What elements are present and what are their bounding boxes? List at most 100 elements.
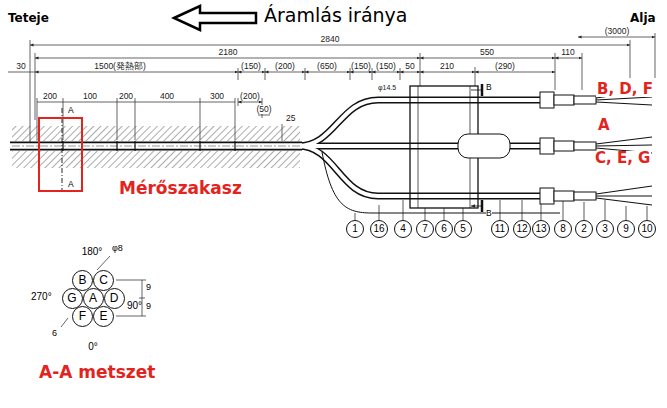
node-text: 1 (352, 224, 358, 234)
node-text: C (99, 274, 108, 286)
callout-number: 8 (554, 220, 572, 238)
callout-number: 6 (435, 220, 453, 238)
node-text: 10 (641, 224, 652, 234)
dimension-label: (650) (317, 62, 337, 71)
dimension-label: 550 (480, 48, 494, 57)
dimension-label: 200 (43, 92, 57, 101)
node-text: 5 (460, 224, 466, 234)
callout-number: 10 (638, 220, 656, 238)
leader-line (97, 256, 110, 270)
angle-label: 180° (82, 247, 103, 257)
node-text: 4 (400, 224, 406, 234)
dimension-line (238, 102, 262, 103)
node-text: 11 (495, 224, 505, 234)
dimension-label: (3000) (605, 27, 630, 36)
tube (298, 146, 578, 196)
flow-label: Áramlás iránya (264, 6, 407, 25)
dimension-label: 300 (210, 92, 224, 101)
probe-tubes (10, 100, 578, 213)
dimension-line (305, 72, 350, 73)
dimension-label: 30 (16, 62, 25, 71)
node-text: A (89, 292, 97, 304)
dimension-line (420, 58, 555, 59)
terminal (574, 96, 596, 104)
dimension-label: (50) (256, 105, 271, 114)
callout-number: 13 (532, 220, 550, 238)
thermocouple-position: E (93, 306, 114, 327)
callout-number: 3 (596, 220, 614, 238)
angle-label: 90° (127, 301, 142, 311)
hatched-wall (12, 126, 300, 141)
position-annotation: B, D, F (596, 82, 654, 97)
callout-number: 5 (454, 220, 472, 238)
dimension-line (37, 102, 235, 103)
sensor-marks (63, 141, 235, 151)
dimension-label: 2840 (321, 35, 340, 44)
extension-lines (30, 33, 655, 142)
leader-line (61, 318, 68, 327)
section-arrow (471, 90, 482, 206)
tube (298, 143, 578, 150)
dimension-label: (150) (241, 62, 261, 71)
dimension-line (372, 72, 400, 73)
dimension-line (265, 72, 305, 73)
node-text: 16 (373, 224, 384, 234)
diameter-label: φ8 (112, 244, 123, 253)
node-text: 3 (602, 224, 608, 234)
section-mark: B (486, 209, 492, 218)
dimension-label: (200) (275, 62, 295, 71)
dimension-label: (150) (376, 62, 396, 71)
dimension-line (35, 72, 238, 73)
dimension-label: 210 (440, 62, 454, 71)
node-text: 7 (422, 224, 428, 234)
outer-line (322, 152, 560, 213)
fitting-nut (540, 188, 554, 204)
angle-label: 0° (88, 342, 98, 352)
fitting-nut (540, 138, 554, 154)
dimension-label: 100 (83, 92, 97, 101)
dimension-line (400, 72, 420, 73)
dimension-label: 9 (146, 302, 151, 311)
node-text: 9 (623, 224, 629, 234)
flange (410, 84, 510, 212)
node-text: 8 (560, 224, 566, 234)
callout-number: 2 (575, 220, 593, 238)
section-mark: A (68, 106, 74, 115)
section-label: Mérőszakasz (119, 180, 242, 197)
dimension-line (35, 58, 420, 59)
dimension-label: 200 (119, 92, 133, 101)
node-text: 6 (441, 224, 447, 234)
dimension-label: (290) (495, 62, 515, 71)
section-mark (481, 84, 484, 212)
dimension-label: 1500(発熱部) (94, 62, 146, 71)
dimension-line (555, 58, 582, 59)
section-mark: B (486, 83, 492, 92)
junction-box (458, 134, 510, 158)
hatched-wall (12, 151, 300, 168)
terminal (574, 142, 596, 150)
fitting-body (554, 141, 574, 151)
callout-number: 9 (617, 220, 635, 238)
dimension-line (350, 72, 372, 73)
tube (298, 100, 578, 146)
dimension-label: 110 (561, 48, 575, 57)
fitting-body (554, 191, 574, 201)
measuring-section: Mérőszakasz (38, 117, 83, 192)
node-text: 13 (535, 224, 546, 234)
callout-number: 1 (346, 220, 364, 238)
tube-centerline (12, 146, 300, 147)
dimension-label: 9 (146, 283, 151, 292)
section-line (62, 108, 63, 190)
dimension-line (8, 72, 35, 73)
fittings (540, 90, 652, 205)
dimension-label: 50 (405, 62, 414, 71)
dimension-label: 400 (160, 92, 174, 101)
node-text: E (99, 310, 107, 322)
dimension-label: 2180 (219, 48, 238, 57)
dimension-line (30, 45, 630, 46)
tube-inner (298, 100, 578, 146)
leader-lines (355, 200, 647, 220)
dimension-line (238, 72, 265, 73)
end-label: Teteje (8, 12, 49, 24)
node-text: B (78, 274, 86, 286)
